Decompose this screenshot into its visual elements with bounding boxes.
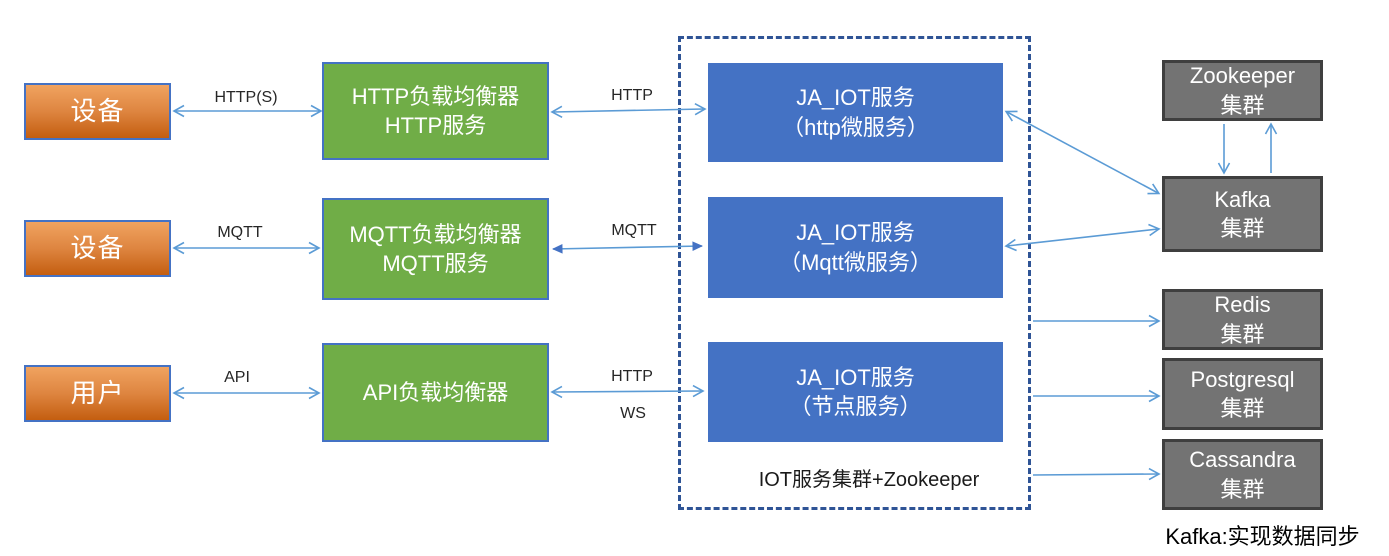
cassandra-cluster-line2: 集群: [1220, 476, 1265, 502]
edge-label-ws: WS: [620, 405, 646, 422]
zookeeper-cluster-node: Zookeeper 集群: [1162, 60, 1323, 121]
cassandra-cluster-line1: Cassandra: [1189, 447, 1296, 473]
kafka-cluster-node: Kafka 集群: [1162, 176, 1323, 252]
iot-http-service-line2: （http微服务）: [782, 114, 929, 140]
device-node-1-label: 设备: [70, 96, 125, 127]
postgresql-cluster-line1: Postgresql: [1190, 366, 1295, 392]
iot-mqtt-service-node: JA_IOT服务 （Mqtt微服务）: [708, 197, 1003, 298]
zookeeper-cluster-line1: Zookeeper: [1189, 63, 1296, 89]
iot-node-service-node: JA_IOT服务 （节点服务）: [708, 342, 1003, 442]
user-node-label: 用户: [70, 378, 125, 409]
edge-label-http-row1: HTTP: [611, 87, 653, 104]
http-lb-node: HTTP负载均衡器 HTTP服务: [322, 62, 549, 160]
user-node: 用户: [24, 365, 171, 422]
device-node-2-label: 设备: [70, 233, 125, 264]
iot-http-service-node: JA_IOT服务 （http微服务）: [708, 63, 1003, 162]
kafka-cluster-line2: 集群: [1220, 216, 1265, 241]
zookeeper-cluster-line2: 集群: [1220, 92, 1265, 118]
api-lb-line1: API负载均衡器: [362, 379, 509, 405]
http-lb-line1: HTTP负载均衡器: [351, 83, 520, 109]
iot-http-service-line1: JA_IOT服务: [796, 85, 915, 111]
cassandra-cluster-node: Cassandra 集群: [1162, 439, 1323, 510]
edge-label-https: HTTP(S): [214, 89, 278, 106]
iot-node-service-line2: （节点服务）: [789, 394, 922, 419]
iot-mqtt-service-line2: （Mqtt微服务）: [779, 249, 932, 275]
device-node-1: 设备: [24, 83, 171, 140]
kafka-footnote: Kafka:实现数据同步: [1165, 524, 1360, 549]
redis-cluster-line2: 集群: [1220, 321, 1265, 347]
edge-label-mqtt-mid: MQTT: [611, 222, 657, 239]
iot-node-service-line1: JA_IOT服务: [796, 364, 915, 390]
kafka-cluster-line1: Kafka: [1214, 186, 1271, 212]
edge-label-api: API: [224, 369, 250, 386]
iot-cluster-boundary: [678, 36, 1031, 510]
api-lb-node: API负载均衡器: [322, 343, 549, 442]
mqtt-lb-line2: MQTT服务: [382, 251, 489, 276]
postgresql-cluster-line2: 集群: [1220, 396, 1265, 421]
iot-mqtt-service-line1: JA_IOT服务: [796, 220, 915, 246]
mqtt-lb-node: MQTT负载均衡器 MQTT服务: [322, 198, 549, 300]
redis-cluster-node: Redis 集群: [1162, 289, 1323, 350]
arrow-cluster-cassandra: [1032, 467, 1161, 481]
device-node-2: 设备: [24, 220, 171, 277]
postgresql-cluster-node: Postgresql 集群: [1162, 358, 1323, 430]
iot-cluster-caption: IOT服务集群+Zookeeper: [758, 469, 980, 491]
mqtt-lb-line1: MQTT负载均衡器: [349, 221, 522, 247]
redis-cluster-line1: Redis: [1214, 292, 1271, 318]
http-lb-line2: HTTP服务: [384, 113, 487, 138]
edge-label-mqtt-left: MQTT: [217, 224, 263, 241]
edge-label-http-row3: HTTP: [611, 368, 653, 385]
